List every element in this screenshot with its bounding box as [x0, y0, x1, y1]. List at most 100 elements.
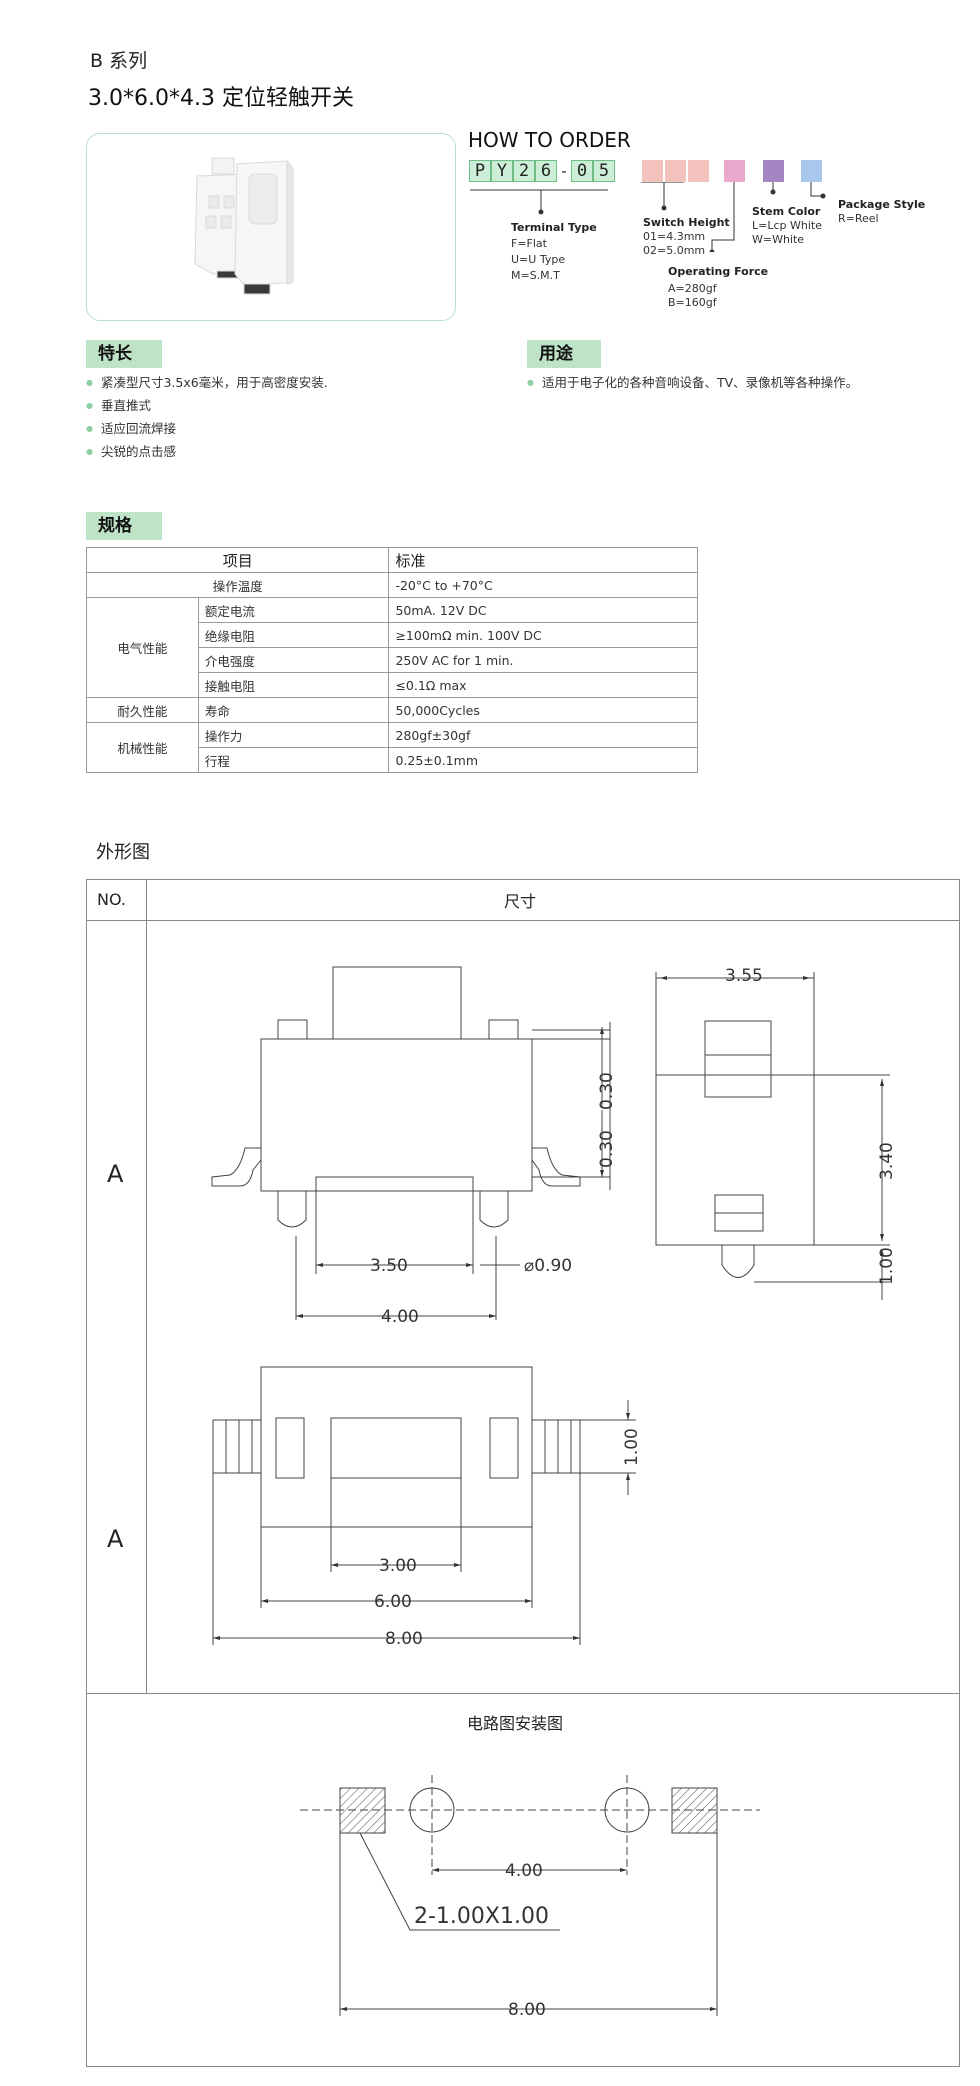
series-label: B 系列: [90, 50, 148, 72]
dim-label: 0.30: [597, 1072, 617, 1110]
spec-cell: 额定电流: [197, 597, 390, 623]
spec-group: 电气性能: [86, 597, 199, 698]
switch-height-swatch: [642, 160, 663, 182]
code-char: 2: [513, 160, 535, 182]
pcb-layout: [300, 1775, 760, 2016]
usage-tag: 用途: [527, 340, 601, 368]
row-label-a: A: [107, 1160, 124, 1188]
stem-color-option: W=White: [752, 233, 805, 246]
spec-cell: 0.25±0.1mm: [388, 747, 698, 773]
table-row: 行程 0.25±0.1mm: [87, 747, 698, 773]
pad-label: 2-1.00X1.00: [414, 1904, 549, 1929]
spec-group: 机械性能: [86, 722, 199, 773]
spec-cell: 介电强度: [197, 647, 390, 673]
code-char: 6: [535, 160, 557, 182]
product-photo: [194, 157, 294, 295]
spec-cell: 接触电阻: [197, 672, 390, 698]
outline-title: 外形图: [96, 842, 150, 863]
spec-cell: 250V AC for 1 min.: [388, 647, 698, 673]
header-divider: [87, 920, 959, 921]
switch-height-legend: Switch Height 01=4.3mm 02=5.0mm: [643, 216, 730, 258]
terminal-type-option: M=S.M.T: [511, 269, 560, 282]
spec-cell: 50,000Cycles: [388, 697, 698, 723]
how-to-order-heading: HOW TO ORDER: [468, 128, 631, 152]
terminal-type-option: F=Flat: [511, 237, 547, 250]
code-char: P: [469, 160, 491, 182]
feature-item: 垂直推式: [86, 395, 328, 418]
terminal-type-title: Terminal Type: [511, 221, 597, 234]
drawing-table: NO. 尺寸 A A 电路图安装图: [86, 879, 960, 2067]
package-style-option: R=Reel: [838, 212, 879, 225]
table-row: 机械性能 操作力 280gf±30gf: [86, 722, 698, 773]
dim-label: 3.40: [877, 1142, 897, 1180]
spec-cell: ≥100mΩ min. 100V DC: [388, 622, 698, 648]
stem-color-legend: Stem Color L=Lcp White W=White: [752, 205, 822, 247]
feature-item: 紧凑型尺寸3.5x6毫米，用于高密度安装.: [86, 372, 328, 395]
code-char: Y: [491, 160, 513, 182]
row-label-a: A: [107, 1525, 124, 1553]
feature-item: 尖锐的点击感: [86, 441, 328, 464]
operating-force-option: A=280gf: [668, 282, 717, 295]
dim-label: 0.30: [597, 1130, 617, 1168]
side-view: [655, 972, 890, 1300]
stem-color-option: L=Lcp White: [752, 219, 822, 232]
code-dash: -: [561, 162, 567, 180]
switch-height-swatch: [688, 160, 709, 182]
pcb-layout-title: 电路图安装图: [467, 1714, 564, 1733]
stem-color-swatch: [763, 160, 784, 182]
col-no-header: NO.: [97, 890, 126, 909]
dim-label: 6.00: [374, 1592, 412, 1612]
product-photo-frame: [86, 133, 456, 321]
product-title: 3.0*6.0*4.3 定位轻触开关: [88, 86, 354, 111]
feature-item: 适应回流焊接: [86, 418, 328, 441]
dim-label: 8.00: [508, 2000, 546, 2020]
terminal-type-legend: Terminal Type F=Flat U=U Type M=S.M.T: [511, 221, 597, 283]
package-style-swatch: [801, 160, 822, 182]
table-row: 项目 标准: [85, 547, 698, 573]
table-row: 绝缘电阻 ≥100mΩ min. 100V DC: [87, 622, 698, 648]
dim-label: 3.50: [370, 1256, 408, 1276]
spec-tag: 规格: [86, 512, 162, 540]
features-tag: 特长: [86, 340, 162, 368]
switch-height-swatch: [665, 160, 686, 182]
dim-label: ⌀0.90: [524, 1256, 572, 1276]
features-list: 紧凑型尺寸3.5x6毫米，用于高密度安装. 垂直推式 适应回流焊接 尖锐的点击感: [86, 372, 328, 464]
switch-height-option: 01=4.3mm: [643, 230, 706, 243]
dim-label: 4.00: [381, 1307, 419, 1327]
dim-label: 1.00: [622, 1428, 642, 1466]
spec-head-std: 标准: [388, 547, 698, 573]
table-row: 电气性能 额定电流 50mA. 12V DC: [86, 597, 698, 698]
operating-force-legend: Operating Force A=280gf B=160gf: [668, 265, 768, 310]
switch-height-title: Switch Height: [643, 216, 730, 229]
spec-cell: 绝缘电阻: [197, 622, 390, 648]
spec-table: 项目 标准 操作温度 -20°C to +70°C 电气性能 额定电流 50mA…: [85, 547, 698, 773]
spec-cell: 280gf±30gf: [388, 722, 698, 748]
terminal-type-option: U=U Type: [511, 253, 566, 266]
operating-force-option: B=160gf: [668, 296, 717, 309]
front-view: [211, 966, 611, 1320]
package-style-legend: Package Style R=Reel: [838, 198, 925, 226]
top-view: [212, 1366, 636, 1645]
operating-force-title: Operating Force: [668, 265, 769, 278]
usage-list: 适用于电子化的各种音响设备、TV、录像机等各种操作。: [527, 372, 858, 395]
column-divider: [146, 880, 147, 1694]
spec-cell: 行程: [197, 747, 390, 773]
order-leader-lines: [470, 182, 826, 252]
order-code: P Y 2 6 - 0 5: [469, 160, 615, 182]
code-char: 5: [593, 160, 615, 182]
spec-cell: ≤0.1Ω max: [388, 672, 698, 698]
dim-label: 8.00: [385, 1629, 423, 1649]
switch-height-option: 02=5.0mm: [643, 244, 706, 257]
operating-force-swatch: [724, 160, 745, 182]
code-char: 0: [571, 160, 593, 182]
col-size-header: 尺寸: [504, 892, 537, 911]
dim-label: 4.00: [505, 1861, 543, 1881]
dim-label: 3.00: [379, 1556, 417, 1576]
table-row: 接触电阻 ≤0.1Ω max: [87, 672, 698, 698]
dim-label: 1.00: [877, 1247, 897, 1285]
stem-color-title: Stem Color: [752, 205, 821, 218]
row-divider: [87, 1693, 959, 1694]
dim-label: 3.55: [725, 966, 763, 986]
package-style-title: Package Style: [838, 198, 926, 211]
